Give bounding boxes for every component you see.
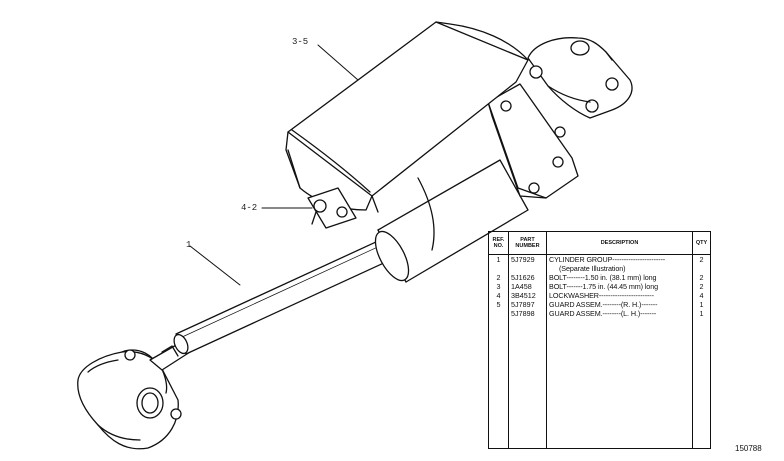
callout-bolt: 4-2 <box>241 203 258 213</box>
table-row: 5J7898 GUARD ASSEM.--------(L. H.)------… <box>488 309 711 318</box>
desc-cell: BOLT-------1.75 in. (44.45 mm) long <box>546 282 693 291</box>
table-row: 5 5J7897 GUARD ASSEM.--------(R. H.)----… <box>488 300 711 309</box>
ref-cell: 3 <box>488 282 509 291</box>
part-cell: 5J1626 <box>508 273 547 282</box>
ref-cell: 4 <box>488 291 509 300</box>
table-row: 4 3B4512 LOCKWASHER---------------------… <box>488 291 711 300</box>
ref-cell <box>488 309 509 318</box>
qty-cell: 2 <box>692 282 711 291</box>
callout-guard: 3-5 <box>292 37 309 47</box>
qty-cell: 1 <box>692 309 711 318</box>
part-cell: 3B4512 <box>508 291 547 300</box>
header-part-number: PART NUMBER <box>508 231 547 255</box>
qty-cell: 2 <box>692 273 711 282</box>
desc-cell: LOCKWASHER------------------------ <box>546 291 693 300</box>
table-row: 1 5J7929 CYLINDER GROUP-----------------… <box>488 254 711 264</box>
header-qty: QTY <box>692 231 711 255</box>
desc-cell: CYLINDER GROUP----------------------- <box>546 254 693 264</box>
table-header-row: REF. NO. PART NUMBER DESCRIPTION QTY <box>488 231 711 255</box>
table-row: 2 5J1626 BOLT--------1.50 in. (38.1 mm) … <box>488 273 711 282</box>
ref-cell: 1 <box>488 254 509 264</box>
lower-mounting-bracket <box>77 349 182 450</box>
table-filler-row <box>488 318 711 449</box>
parts-list-table: REF. NO. PART NUMBER DESCRIPTION QTY 1 5… <box>488 231 711 449</box>
qty-cell <box>692 264 711 273</box>
callout-leader-lines <box>189 44 359 286</box>
callout-cylinder: 1 <box>186 240 192 250</box>
ref-cell: 2 <box>488 273 509 282</box>
part-cell: 5J7929 <box>508 254 547 264</box>
part-cell <box>508 264 547 273</box>
desc-cell: GUARD ASSEM.--------(R. H.)------- <box>546 300 693 309</box>
bolt-bracket <box>307 187 357 229</box>
upper-mounting-bracket <box>527 37 633 119</box>
ref-cell: 5 <box>488 300 509 309</box>
desc-cell: BOLT--------1.50 in. (38.1 mm) long <box>546 273 693 282</box>
table-row: 3 1A458 BOLT-------1.75 in. (44.45 mm) l… <box>488 282 711 291</box>
cylinder-barrel <box>374 159 529 283</box>
desc-cell: GUARD ASSEM.--------(L. H.)------- <box>546 309 693 318</box>
qty-cell: 2 <box>692 254 711 264</box>
header-description: DESCRIPTION <box>546 231 693 255</box>
part-cell: 1A458 <box>508 282 547 291</box>
header-ref-no: REF. NO. <box>488 231 509 255</box>
part-cell: 5J7898 <box>508 309 547 318</box>
desc-cell: (Separate Illustration) <box>546 264 693 273</box>
ref-cell <box>488 264 509 273</box>
drawing-number: 150788 <box>735 444 762 453</box>
qty-cell: 1 <box>692 300 711 309</box>
qty-cell: 4 <box>692 291 711 300</box>
part-cell: 5J7897 <box>508 300 547 309</box>
upper-flange <box>487 83 579 199</box>
table-row: (Separate Illustration) <box>488 264 711 273</box>
